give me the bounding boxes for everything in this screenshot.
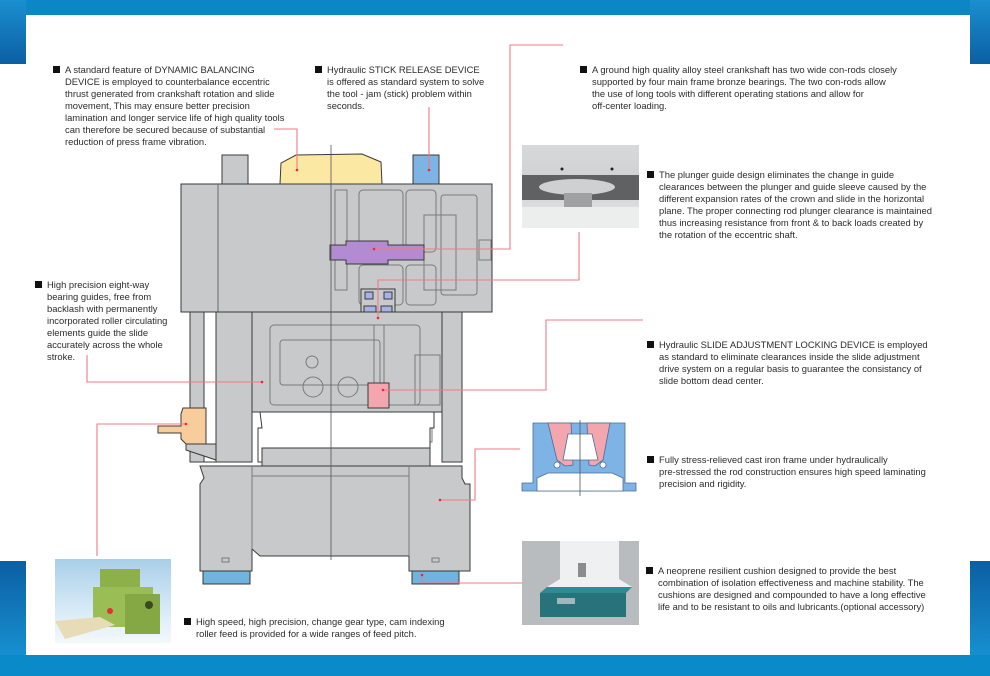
note-crankshaft: A ground high quality alloy steel cranks… bbox=[580, 64, 932, 112]
note-bearing-guides: High precision eight-way bearing guides,… bbox=[35, 279, 187, 363]
bullet-icon bbox=[647, 171, 654, 178]
top-right-corner-bar bbox=[970, 0, 990, 64]
bullet-icon bbox=[646, 567, 653, 574]
bullet-icon bbox=[184, 618, 191, 625]
callout-lines bbox=[86, 44, 643, 584]
top-border-bar bbox=[0, 0, 990, 15]
bullet-icon bbox=[580, 66, 587, 73]
bullet-icon bbox=[53, 66, 60, 73]
cushion-right bbox=[411, 570, 460, 585]
note-stick-release: Hydraulic STICK RELEASE DEVICE is offere… bbox=[315, 64, 527, 112]
note-roller-feed: High speed, high precision, change gear … bbox=[184, 616, 486, 640]
stick-release-part bbox=[412, 154, 440, 185]
cushion-left bbox=[202, 570, 251, 585]
bottom-right-corner-bar bbox=[970, 561, 990, 656]
plunger-guide-photo bbox=[522, 145, 639, 228]
note-dynamic-balancing: A standard feature of DYNAMIC BALANCING … bbox=[53, 64, 305, 148]
frame-section-drawing bbox=[521, 420, 637, 496]
base-frame bbox=[199, 465, 471, 572]
note-cast-iron-frame: Fully stress-relieved cast iron frame un… bbox=[647, 454, 959, 490]
note-neoprene-cushion: A neoprene resilient cushion designed to… bbox=[646, 565, 958, 613]
bullet-icon bbox=[315, 66, 322, 73]
bullet-icon bbox=[35, 281, 42, 288]
slide-adjustment-lock-part bbox=[367, 382, 390, 409]
bottom-border-bar bbox=[0, 655, 990, 676]
roller-feeder-photo bbox=[55, 559, 171, 643]
crankshaft-part bbox=[329, 240, 425, 265]
bullet-icon bbox=[647, 456, 654, 463]
note-slide-adjustment: Hydraulic SLIDE ADJUSTMENT LOCKING DEVIC… bbox=[647, 339, 959, 387]
feeder-mount-part bbox=[157, 407, 207, 445]
bullet-icon bbox=[647, 341, 654, 348]
neoprene-cushion-photo bbox=[522, 541, 639, 625]
note-plunger-guide: The plunger guide design eliminates the … bbox=[647, 169, 959, 241]
bottom-left-corner-bar bbox=[0, 561, 26, 656]
top-left-corner-bar bbox=[0, 0, 26, 64]
top-post-left bbox=[221, 154, 249, 185]
